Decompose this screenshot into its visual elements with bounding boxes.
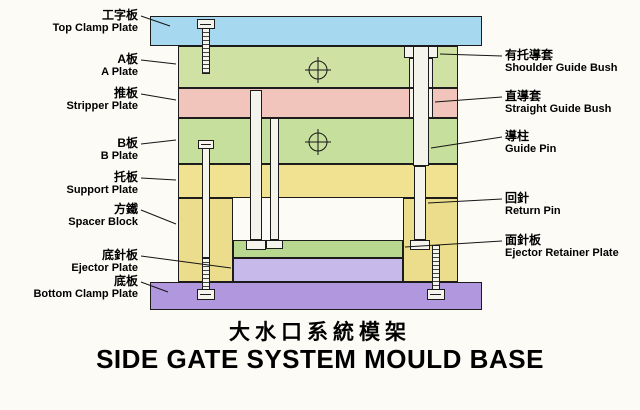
diagram-title-en: SIDE GATE SYSTEM MOULD BASE bbox=[96, 344, 544, 374]
label-bottom-clamp-plate-en: Bottom Clamp Plate bbox=[33, 288, 138, 301]
diagram-title-zh: 大水口系統模架 bbox=[229, 321, 411, 344]
plate-ejector bbox=[233, 258, 403, 282]
return-pin-right-head bbox=[410, 240, 430, 250]
label-ejector-retainer-plate-en: Ejector Retainer Plate bbox=[505, 247, 619, 260]
label-b-plate-zh: B板 bbox=[117, 136, 138, 150]
label-spacer-block-en: Spacer Block bbox=[68, 216, 138, 229]
label-stripper-plate: 推板 Stripper Plate bbox=[0, 86, 138, 114]
label-return-pin-en: Return Pin bbox=[505, 205, 561, 218]
label-ejector-plate-en: Ejector Plate bbox=[71, 262, 138, 275]
bottom-right-screw-shaft bbox=[432, 245, 440, 290]
label-bottom-clamp-plate-zh: 底板 bbox=[113, 274, 138, 288]
leader-stripper-plate bbox=[140, 93, 177, 101]
leader-b-plate bbox=[140, 139, 177, 145]
label-guide-pin-zh: 導柱 bbox=[505, 129, 530, 143]
label-spacer-block-zh: 方鐵 bbox=[113, 202, 138, 216]
leader-spacer-block bbox=[140, 209, 177, 225]
label-ejector-plate: 底針板 Ejector Plate bbox=[0, 248, 138, 276]
label-b-plate-en: B Plate bbox=[100, 150, 138, 163]
label-return-pin-zh: 回針 bbox=[505, 191, 530, 205]
label-straight-guide-bush: 直導套 Straight Guide Bush bbox=[505, 89, 639, 117]
label-guide-pin-en: Guide Pin bbox=[505, 143, 557, 156]
bottom-left-screw-shaft bbox=[202, 258, 210, 290]
label-support-plate-en: Support Plate bbox=[66, 184, 138, 197]
label-support-plate: 托板 Support Plate bbox=[0, 170, 138, 198]
label-stripper-plate-zh: 推板 bbox=[113, 86, 138, 100]
label-return-pin: 回針 Return Pin bbox=[505, 191, 639, 219]
return-pin-right bbox=[414, 166, 426, 240]
leader-a-plate bbox=[140, 59, 177, 65]
label-stripper-plate-en: Stripper Plate bbox=[66, 100, 138, 113]
plate-support bbox=[178, 164, 458, 198]
bottom-right-screw-head bbox=[427, 289, 445, 300]
label-a-plate: A板 A Plate bbox=[0, 52, 138, 80]
label-ejector-retainer-plate-zh: 面針板 bbox=[505, 233, 542, 247]
left-bolt-shaft bbox=[202, 148, 210, 258]
label-shoulder-guide-bush: 有托導套 Shoulder Guide Bush bbox=[505, 48, 639, 76]
label-shoulder-guide-bush-en: Shoulder Guide Bush bbox=[505, 62, 618, 75]
guide-pin bbox=[413, 46, 429, 166]
return-pin-center-head bbox=[246, 240, 266, 250]
leader-support-plate bbox=[140, 177, 177, 181]
label-ejector-retainer-plate: 面針板 Ejector Retainer Plate bbox=[505, 233, 639, 261]
label-straight-guide-bush-en: Straight Guide Bush bbox=[505, 103, 612, 116]
label-straight-guide-bush-zh: 直導套 bbox=[505, 89, 542, 103]
label-shoulder-guide-bush-zh: 有托導套 bbox=[505, 48, 554, 62]
label-top-clamp-plate-en: Top Clamp Plate bbox=[52, 22, 138, 35]
label-a-plate-en: A Plate bbox=[101, 66, 138, 79]
label-b-plate: B板 B Plate bbox=[0, 136, 138, 164]
label-bottom-clamp-plate: 底板 Bottom Clamp Plate bbox=[0, 274, 138, 302]
top-bolt-shaft bbox=[202, 28, 210, 74]
label-ejector-plate-zh: 底針板 bbox=[101, 248, 138, 262]
label-top-clamp-plate: 工字板 Top Clamp Plate bbox=[0, 8, 138, 36]
label-support-plate-zh: 托板 bbox=[113, 170, 138, 184]
ejector-pin-head bbox=[266, 240, 283, 249]
label-guide-pin: 導柱 Guide Pin bbox=[505, 129, 639, 157]
label-a-plate-zh: A板 bbox=[117, 52, 138, 66]
label-spacer-block: 方鐵 Spacer Block bbox=[0, 202, 138, 230]
ejector-pin bbox=[270, 118, 279, 240]
bottom-left-screw-head bbox=[197, 289, 215, 300]
return-pin-center bbox=[250, 90, 262, 240]
label-top-clamp-plate-zh: 工字板 bbox=[101, 8, 138, 22]
